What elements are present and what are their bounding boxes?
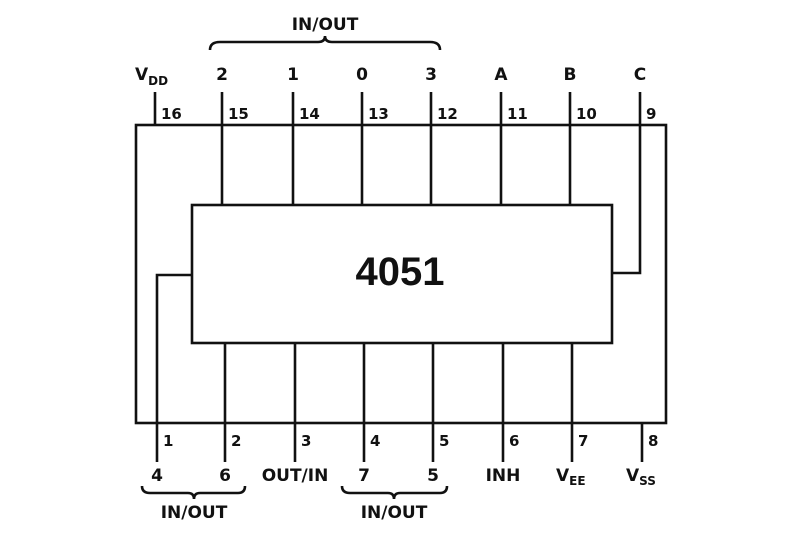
pin-number: 5 [439,432,449,450]
top-brace [208,35,442,51]
pin-label-text: V [135,65,149,85]
pin-label: 6 [219,466,231,486]
bottom-group-label-right: IN/OUT [361,503,428,523]
pin-label: 5 [427,466,439,486]
pin-number: 3 [301,432,311,450]
top-pin-9: 9C [612,65,656,275]
pin-label: VEE [556,466,586,488]
pin-label: A [494,65,508,85]
pin-label-text: B [564,65,577,85]
pin-label: 1 [287,65,299,85]
bottom-group-label-left: IN/OUT [161,503,228,523]
pin-label-text: V [626,466,640,486]
pin-label-text: 2 [216,65,228,85]
pin-number: 10 [576,105,597,123]
top-pin-15: 15 2 [216,65,249,205]
bottom-pin-5: 55 [427,343,449,486]
pin-label-text: OUT/IN [262,466,329,486]
internal-wire [155,273,192,423]
pin-label-subscript: DD [148,74,168,88]
top-pin-11: 11 A [494,65,528,205]
internal-wire [612,125,642,275]
top-pin-16: 16 VDD [135,65,182,125]
bottom-brace-right [340,485,449,500]
bottom-pin-1: 14 [151,273,192,486]
pin-label-text: 7 [358,466,370,486]
pin-number: 9 [646,105,656,123]
pin-label: 7 [358,466,370,486]
pin-label-text: 0 [356,65,368,85]
pin-label: C [634,65,646,85]
package-outline [134,123,668,425]
pin-number: 2 [231,432,241,450]
pin-number: 12 [437,105,458,123]
pin-number: 15 [228,105,249,123]
pin-label-text: 4 [151,466,163,486]
pin-number: 7 [578,432,588,450]
pin-number: 4 [370,432,380,450]
pin-label-subscript: SS [639,474,656,488]
pin-label-text: V [556,466,570,486]
pin-label-text: 1 [287,65,299,85]
pin-label: 0 [356,65,368,85]
pin-number: 6 [509,432,519,450]
pin-label: 2 [216,65,228,85]
top-group-label: IN/OUT [292,15,359,35]
pin-label: INH [486,466,521,486]
top-pin-14: 14 1 [287,65,320,205]
pin-number: 1 [163,432,173,450]
pin-label-text: A [494,65,508,85]
pin-label: VSS [626,466,656,488]
pin-number: 11 [507,105,528,123]
pin-number: 8 [648,432,658,450]
pin-label: VDD [135,65,168,88]
pin-label-text: INH [486,466,521,486]
pin-number: 14 [299,105,320,123]
top-pin-13: 13 0 [356,65,389,205]
pin-number: 16 [161,105,182,123]
pin-number: 13 [368,105,389,123]
bottom-pin-4: 47 [358,343,380,486]
top-pin-10: 10 B [564,65,597,205]
pin-label-text: C [634,65,646,85]
pin-label: 4 [151,466,163,486]
bottom-brace-left [140,485,247,500]
pin-label: 3 [425,65,437,85]
pin-label: B [564,65,577,85]
bottom-pin-2: 26 [219,343,241,486]
pin-label-text: 6 [219,466,231,486]
chip-name: 4051 [356,250,445,294]
top-pin-12: 12 3 [425,65,458,205]
pin-label-text: 5 [427,466,439,486]
pin-label: OUT/IN [262,466,329,486]
pin-label-subscript: EE [569,474,585,488]
pin-label-text: 3 [425,65,437,85]
